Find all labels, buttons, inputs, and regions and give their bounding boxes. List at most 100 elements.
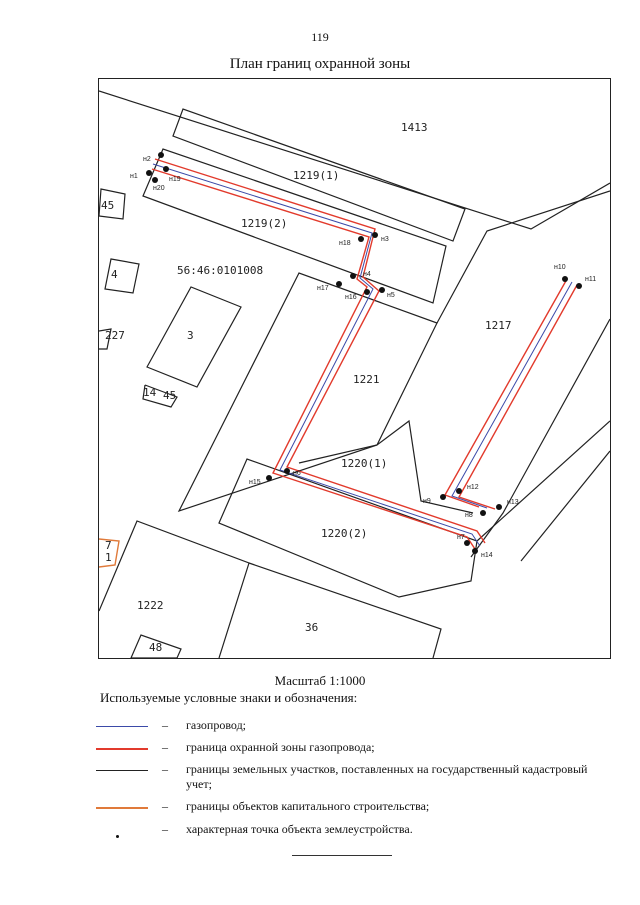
point-n5[interactable] bbox=[379, 287, 385, 293]
zone-line-b bbox=[154, 158, 486, 544]
gas-pipeline-lines bbox=[152, 163, 573, 547]
parcel-1220-1-border bbox=[298, 419, 474, 514]
point-label-n11: н11 bbox=[585, 276, 596, 283]
point-n13[interactable] bbox=[496, 504, 502, 510]
point-n19[interactable] bbox=[163, 166, 169, 172]
legend-swatch-parcel-borders bbox=[96, 770, 148, 771]
point-label-n1: н1 bbox=[130, 173, 138, 180]
point-n20[interactable] bbox=[152, 177, 158, 183]
point-label-n5: н5 bbox=[387, 292, 395, 299]
pipeline-main bbox=[152, 163, 481, 547]
map-canvas: 1413 1219(1) 1219(2) 45 4 56:46:0101008 … bbox=[99, 90, 610, 658]
point-label-n20: н20 bbox=[153, 185, 165, 192]
legend-swatch-building-borders bbox=[96, 807, 148, 809]
building-3-border bbox=[146, 286, 242, 388]
parcel-227-border bbox=[99, 328, 112, 350]
point-label-n19: н19 bbox=[169, 176, 181, 183]
point-n4[interactable] bbox=[350, 273, 356, 279]
legend-dash: – bbox=[162, 740, 168, 754]
parcel-label-3: 3 bbox=[187, 329, 194, 342]
point-n8[interactable] bbox=[480, 510, 486, 516]
parcel-label-1221: 1221 bbox=[353, 373, 380, 386]
point-n17[interactable] bbox=[336, 281, 342, 287]
point-label-n8: н8 bbox=[465, 512, 473, 519]
legend-text: границы земельных участков, поставленных… bbox=[186, 762, 588, 791]
legend-text: газопровод; bbox=[186, 718, 247, 732]
point-label-n9: н9 bbox=[423, 498, 431, 505]
legend-swatch-gas-pipeline bbox=[96, 726, 148, 727]
zone-line-a bbox=[151, 168, 476, 550]
parcel-36-border bbox=[248, 562, 442, 658]
parcel-edge-right-2 bbox=[520, 450, 610, 562]
point-n6[interactable] bbox=[284, 468, 290, 474]
parcel-45-border bbox=[99, 188, 126, 220]
zone-line-c bbox=[443, 278, 568, 508]
parcel-label-1217: 1217 bbox=[485, 319, 512, 332]
parcel-label-227: 227 bbox=[105, 329, 125, 342]
point-label-n16: н16 bbox=[345, 294, 357, 301]
parcel-48-border bbox=[130, 634, 182, 658]
building-border bbox=[99, 538, 120, 568]
parcel-label-36: 36 bbox=[305, 621, 318, 634]
point-label-n15: н15 bbox=[249, 479, 261, 486]
legend-heading: Используемые условные знаки и обозначени… bbox=[100, 690, 358, 705]
legend-swatch-protection-zone bbox=[96, 748, 148, 750]
parcel-edge-right bbox=[476, 420, 610, 542]
point-label-n7: н7 bbox=[457, 534, 465, 541]
legend-dash: – bbox=[162, 762, 168, 776]
parcel-labels: 1413 1219(1) 1219(2) 45 4 56:46:0101008 … bbox=[101, 121, 512, 654]
parcel-4-border bbox=[104, 258, 140, 294]
page-number: 119 bbox=[311, 30, 329, 44]
parcel-1220-2-border bbox=[218, 458, 478, 598]
point-n1[interactable] bbox=[146, 170, 152, 176]
parcel-label-1413: 1413 bbox=[401, 121, 428, 134]
point-label-n17: н17 bbox=[317, 285, 329, 292]
point-n9[interactable] bbox=[440, 494, 446, 500]
protection-zone-map[interactable]: 1413 1219(1) 1219(2) 45 4 56:46:0101008 … bbox=[98, 78, 611, 659]
zone-line-d bbox=[457, 284, 578, 510]
point-n2[interactable] bbox=[158, 152, 164, 158]
parcel-1222-border bbox=[99, 520, 250, 658]
legend-dash: – bbox=[162, 822, 168, 836]
parcel-label-7: 7 bbox=[105, 539, 112, 552]
parcel-edge-top bbox=[99, 90, 610, 230]
page-title: План границ охранной зоны bbox=[229, 56, 411, 72]
point-label-n10: н10 bbox=[554, 264, 566, 271]
point-label-n6: н6 bbox=[293, 470, 301, 477]
point-label-n4: н4 bbox=[363, 271, 371, 278]
point-label-n14: н14 bbox=[481, 552, 493, 559]
parcel-label-48: 48 bbox=[149, 641, 162, 654]
point-n7[interactable] bbox=[464, 540, 470, 546]
parcel-label-4: 4 bbox=[111, 268, 118, 281]
point-n12[interactable] bbox=[456, 488, 462, 494]
point-label-n2: н2 bbox=[143, 156, 151, 163]
parcel-label-1219-2: 1219(2) bbox=[241, 217, 287, 230]
legend-text: границы объектов капитального строительс… bbox=[186, 799, 430, 813]
point-n11[interactable] bbox=[576, 283, 582, 289]
parcel-1217-border-2 bbox=[470, 318, 610, 558]
parcel-label-1220-2: 1220(2) bbox=[321, 527, 367, 540]
legend-text: характерная точка объекта землеустройств… bbox=[186, 822, 413, 836]
map-scale: Масштаб 1:1000 bbox=[274, 673, 366, 688]
parcel-1219-1-border bbox=[172, 108, 466, 242]
point-n10[interactable] bbox=[562, 276, 568, 282]
point-n15[interactable] bbox=[266, 475, 272, 481]
parcel-label-14: 14 bbox=[143, 386, 157, 399]
parcel-1221-border bbox=[177, 272, 438, 513]
point-n14[interactable] bbox=[472, 548, 478, 554]
point-n18[interactable] bbox=[358, 236, 364, 242]
point-label-n13: н13 bbox=[507, 499, 519, 506]
parcel-label-45: 45 bbox=[101, 199, 114, 212]
legend-dash: – bbox=[162, 799, 168, 813]
parcel-label-1222: 1222 bbox=[137, 599, 164, 612]
point-n16[interactable] bbox=[364, 289, 370, 295]
point-labels: н1 н2 н19 н20 н3 н18 н4 н17 н16 н5 н15 н… bbox=[130, 156, 596, 559]
block-number-label: 56:46:0101008 bbox=[177, 264, 263, 277]
parcel-label-1219-1: 1219(1) bbox=[293, 169, 339, 182]
point-label-n3: н3 bbox=[381, 236, 389, 243]
legend-text: граница охранной зоны газопровода; bbox=[186, 740, 375, 754]
pipeline-branch bbox=[451, 281, 573, 509]
legend-dash: – bbox=[162, 718, 168, 732]
point-n3[interactable] bbox=[372, 232, 378, 238]
parcel-14-border bbox=[142, 384, 178, 408]
